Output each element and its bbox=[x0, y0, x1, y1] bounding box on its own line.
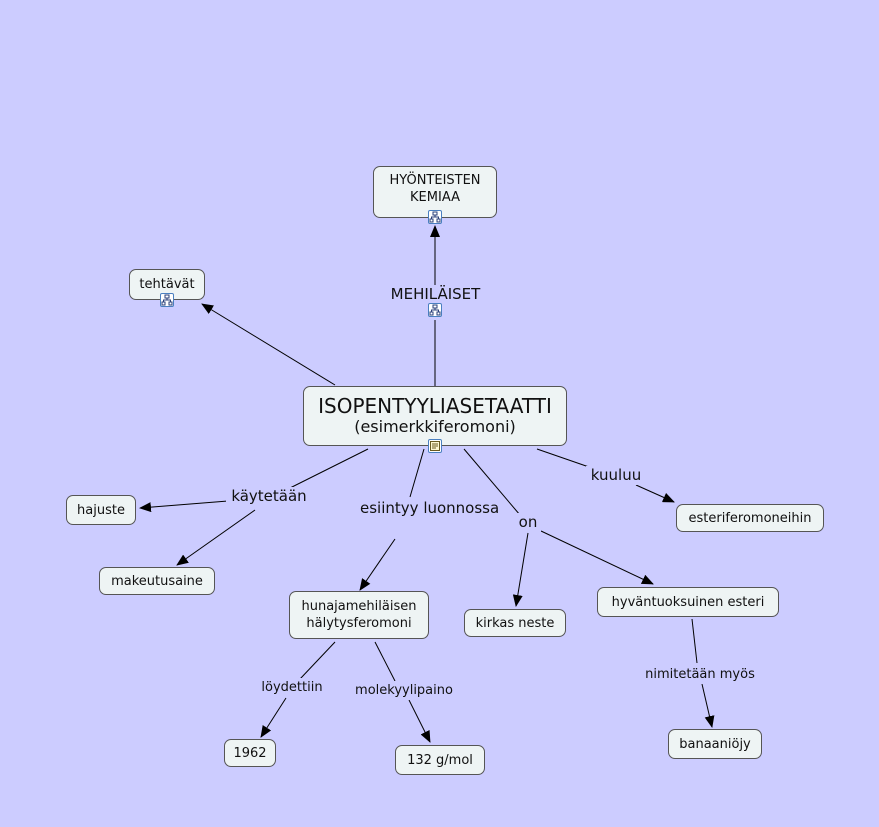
node-title: ISOPENTYYLIASETAATTI bbox=[318, 394, 552, 418]
node-hyvantuoksuinen-esteri[interactable]: hyväntuoksuinen esteri bbox=[597, 587, 779, 617]
node-line: hajuste bbox=[77, 502, 125, 518]
node-line: hunajamehiläisen bbox=[301, 599, 417, 614]
node-line: hälytysferomoni bbox=[306, 616, 412, 631]
node-isopentyyliasetaatti[interactable]: ISOPENTYYLIASETAATTI (esimerkkiferomoni) bbox=[303, 386, 567, 446]
edge-molekyylipaino-gmol bbox=[408, 699, 431, 743]
edge-main-on bbox=[463, 448, 521, 516]
link-label-kaytetaan[interactable]: käytetään bbox=[226, 487, 312, 506]
node-line: banaaniöjy bbox=[679, 736, 751, 752]
edge-main-kaytetaan bbox=[289, 448, 369, 489]
edge-hyvan-nimitetaan bbox=[691, 618, 698, 664]
concept-map-icon[interactable] bbox=[428, 210, 442, 224]
edge-main-esiintyy bbox=[409, 448, 425, 498]
edge-kuuluu-esteri bbox=[635, 484, 675, 503]
link-line: löydettiin bbox=[261, 680, 323, 695]
link-line: käytetään bbox=[231, 487, 307, 505]
node-line: hyväntuoksuinen esteri bbox=[611, 594, 765, 610]
link-label-molekyylipaino[interactable]: molekyylipaino bbox=[348, 681, 460, 700]
concept-map-icon[interactable] bbox=[160, 293, 174, 307]
document-icon[interactable] bbox=[428, 439, 442, 453]
node-1962[interactable]: 1962 bbox=[224, 739, 276, 767]
link-label-kuuluu[interactable]: kuuluu bbox=[586, 466, 646, 485]
link-label-mehilaiset[interactable]: MEHILÄISET bbox=[384, 285, 487, 304]
link-label-on[interactable]: on bbox=[515, 513, 541, 532]
link-label-loydettiin[interactable]: löydettiin bbox=[256, 678, 328, 697]
node-line: 132 g/mol bbox=[407, 752, 473, 768]
node-line: makeutusaine bbox=[111, 573, 203, 589]
node-kirkas-neste[interactable]: kirkas neste bbox=[464, 609, 566, 637]
link-line: esiintyy bbox=[360, 499, 419, 517]
node-line: 1962 bbox=[233, 745, 267, 761]
link-label-esiintyy-luonnossa[interactable]: esiintyy luonnossa bbox=[360, 499, 499, 518]
link-line: on bbox=[518, 513, 538, 531]
node-line: HYÖNTEISTEN bbox=[389, 173, 481, 188]
concept-map-icon[interactable] bbox=[428, 303, 442, 317]
edge-esiintyy-hunaja bbox=[359, 538, 396, 591]
node-hajuste[interactable]: hajuste bbox=[66, 495, 136, 525]
node-line: esteriferomoneihin bbox=[688, 510, 812, 526]
node-line: kirkas neste bbox=[475, 615, 555, 631]
node-line: KEMIAA bbox=[410, 190, 460, 205]
link-line: luonnossa bbox=[423, 499, 500, 517]
link-line: kuuluu bbox=[590, 466, 642, 484]
edge-main-tehtavat bbox=[201, 303, 336, 386]
link-line: molekyylipaino bbox=[355, 683, 453, 698]
node-esteriferomoneihin[interactable]: esteriferomoneihin bbox=[676, 504, 824, 532]
node-subtitle: (esimerkkiferomoni) bbox=[354, 417, 516, 436]
node-banaaniojy[interactable]: banaaniöjy bbox=[668, 729, 762, 759]
node-132-g-mol[interactable]: 132 g/mol bbox=[395, 745, 485, 775]
edge-nimitetaan-banaani bbox=[701, 683, 715, 728]
link-label-nimitetaan-myos[interactable]: nimitetään myös bbox=[638, 665, 762, 684]
link-line: MEHILÄISET bbox=[390, 285, 481, 303]
link-line: nimitetään myös bbox=[645, 667, 755, 682]
edge-loydettiin-1962 bbox=[260, 697, 287, 738]
edge-main-kuuluu bbox=[536, 448, 590, 468]
edge-hunaja-molekyylipaino bbox=[374, 641, 396, 682]
edge-kaytetaan-hajuste bbox=[139, 500, 229, 513]
edge-on-kirkas bbox=[512, 532, 529, 607]
edge-on-hyvantuoksuinen bbox=[540, 530, 654, 585]
node-makeutusaine[interactable]: makeutusaine bbox=[99, 567, 215, 595]
node-hunajamehilaisen-halytysferomoni[interactable]: hunajamehiläisen hälytysferomoni bbox=[289, 591, 429, 639]
edge-hunaja-loydettiin bbox=[299, 641, 336, 680]
node-line: tehtävät bbox=[139, 277, 195, 292]
edge-kaytetaan-makeutusaine bbox=[176, 509, 256, 566]
